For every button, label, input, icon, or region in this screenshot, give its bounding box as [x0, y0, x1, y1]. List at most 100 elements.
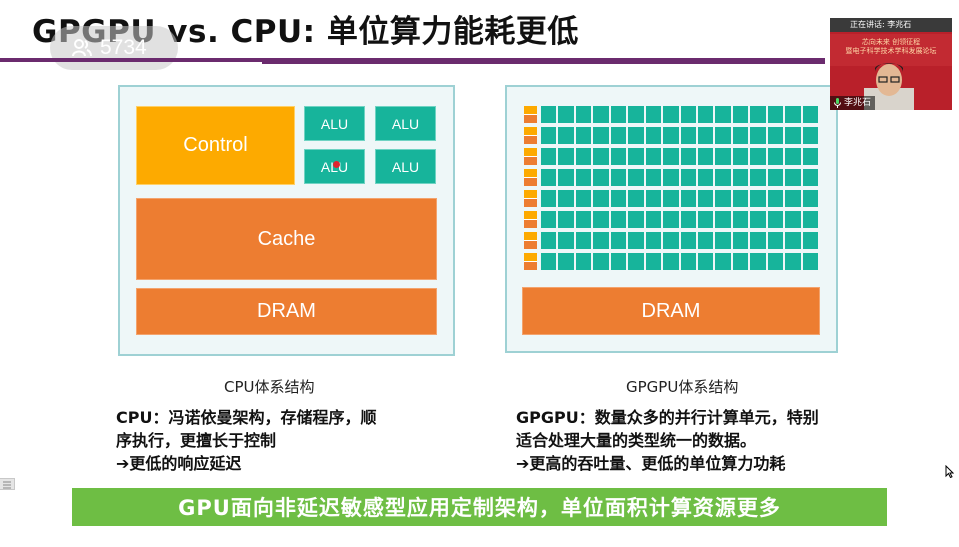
- gpgpu-control-cache-unit: [524, 106, 537, 123]
- cpu-desc-line-1: CPU：冯诺依曼架构，存储程序，顺: [116, 408, 377, 427]
- gpgpu-alu-core: [610, 127, 627, 144]
- gpgpu-alu-core: [750, 169, 766, 186]
- gpgpu-desc-line-1: GPGPU：数量众多的并行计算单元，特别: [516, 408, 819, 427]
- gpgpu-sm-row: [524, 232, 818, 249]
- gpgpu-alu-core: [610, 232, 627, 249]
- laser-pointer-dot: [333, 161, 340, 168]
- gpgpu-alu-core: [802, 169, 818, 186]
- gpgpu-alu-core: [663, 106, 679, 123]
- gpgpu-desc-line-3: ➔更高的吞吐量、更低的单位算力功耗: [516, 454, 786, 473]
- gpgpu-control-cache-unit: [524, 253, 537, 270]
- gpgpu-alu-core: [610, 169, 627, 186]
- gpgpu-alu-core: [663, 148, 679, 165]
- gpgpu-alu-core: [593, 232, 609, 249]
- gpgpu-alu-core: [732, 211, 749, 228]
- gpgpu-alu-core: [541, 190, 557, 207]
- cpu-desc-line-2: 序执行，更擅长于控制: [116, 431, 277, 450]
- gpgpu-alu-core: [680, 253, 696, 270]
- gpgpu-alu-core: [645, 190, 662, 207]
- gpgpu-alu-core: [750, 148, 766, 165]
- gpgpu-control-cache-unit: [524, 127, 537, 144]
- gpgpu-sm-row: [524, 148, 818, 165]
- gpgpu-alu-core: [715, 232, 731, 249]
- viewer-count-badge[interactable]: 5734: [50, 26, 178, 70]
- summary-banner: GPU面向非延迟敏感型应用定制架构，单位面积计算资源更多: [72, 488, 887, 526]
- cpu-alu-3: ALU: [304, 149, 365, 184]
- gpgpu-alu-core: [575, 127, 592, 144]
- gpgpu-alu-core: [697, 253, 714, 270]
- gpgpu-alu-core: [750, 190, 766, 207]
- gpgpu-alu-core: [628, 232, 644, 249]
- gpgpu-alu-core: [593, 148, 609, 165]
- gpgpu-alu-core: [575, 211, 592, 228]
- gpgpu-alu-core: [697, 232, 714, 249]
- side-panel-handle[interactable]: [0, 478, 15, 490]
- gpgpu-alu-core: [680, 106, 696, 123]
- gpgpu-alu-core: [558, 190, 574, 207]
- gpgpu-alu-core: [785, 253, 801, 270]
- gpgpu-alu-core: [715, 148, 731, 165]
- gpgpu-alu-core: [732, 232, 749, 249]
- gpgpu-alu-core: [802, 148, 818, 165]
- gpgpu-alu-core: [628, 253, 644, 270]
- gpgpu-alu-core: [610, 148, 627, 165]
- gpgpu-alu-core: [697, 190, 714, 207]
- gpgpu-dram-block: DRAM: [522, 287, 820, 335]
- gpgpu-alu-core: [680, 211, 696, 228]
- gpgpu-alu-core: [663, 169, 679, 186]
- event-backdrop: 芯向未来 创领征程 暨电子科学技术学科发展论坛: [830, 34, 952, 66]
- gpgpu-alu-core: [645, 169, 662, 186]
- gpgpu-alu-core: [558, 106, 574, 123]
- gpgpu-alu-core: [593, 169, 609, 186]
- cpu-desc-line-3: ➔更低的响应延迟: [116, 454, 242, 473]
- gpgpu-alu-core: [802, 127, 818, 144]
- gpgpu-alu-core: [610, 253, 627, 270]
- speaker-avatar: [864, 63, 914, 110]
- gpgpu-alu-core: [628, 106, 644, 123]
- gpgpu-alu-core: [680, 190, 696, 207]
- gpgpu-alu-core: [645, 148, 662, 165]
- gpgpu-alu-core: [750, 106, 766, 123]
- gpgpu-alu-core: [628, 211, 644, 228]
- gpgpu-alu-core: [628, 148, 644, 165]
- gpgpu-alu-core: [802, 253, 818, 270]
- gpgpu-alu-core: [558, 211, 574, 228]
- gpgpu-alu-core: [593, 253, 609, 270]
- gpgpu-alu-core: [802, 211, 818, 228]
- viewer-count: 5734: [100, 36, 147, 59]
- gpgpu-alu-core: [663, 232, 679, 249]
- cpu-cache-block: Cache: [136, 198, 437, 280]
- gpgpu-alu-core: [767, 106, 784, 123]
- gpgpu-alu-core: [802, 232, 818, 249]
- gpgpu-alu-core: [802, 190, 818, 207]
- gpgpu-alu-core: [575, 148, 592, 165]
- cpu-alu-4: ALU: [375, 149, 436, 184]
- gpgpu-alu-core: [767, 190, 784, 207]
- gpgpu-control-cache-unit: [524, 232, 537, 249]
- event-line-2: 暨电子科学技术学科发展论坛: [845, 47, 937, 55]
- gpgpu-alu-core: [715, 106, 731, 123]
- gpgpu-alu-core: [785, 106, 801, 123]
- gpgpu-alu-core: [697, 169, 714, 186]
- gpgpu-alu-core: [610, 190, 627, 207]
- cpu-control-block: Control: [136, 106, 295, 185]
- gpgpu-alu-core: [767, 232, 784, 249]
- gpgpu-alu-core: [663, 190, 679, 207]
- gpgpu-alu-core: [575, 253, 592, 270]
- gpgpu-alu-core: [715, 169, 731, 186]
- speaker-video[interactable]: 正在讲话: 李兆石 芯向未来 创领征程 暨电子科学技术学科发展论坛 李兆石: [830, 18, 952, 110]
- gpgpu-alu-core: [541, 148, 557, 165]
- gpgpu-alu-core: [645, 253, 662, 270]
- gpgpu-alu-core: [715, 253, 731, 270]
- speaker-name: 李兆石: [844, 98, 872, 108]
- gpgpu-alu-core: [541, 232, 557, 249]
- gpgpu-alu-core: [628, 127, 644, 144]
- gpgpu-alu-core: [663, 127, 679, 144]
- gpgpu-alu-core: [697, 148, 714, 165]
- gpgpu-alu-core: [558, 253, 574, 270]
- cpu-dram-block: DRAM: [136, 288, 437, 335]
- gpgpu-alu-core: [575, 232, 592, 249]
- gpgpu-sm-row: [524, 211, 818, 228]
- microphone-icon: [834, 98, 841, 108]
- gpgpu-control-cache-unit: [524, 211, 537, 228]
